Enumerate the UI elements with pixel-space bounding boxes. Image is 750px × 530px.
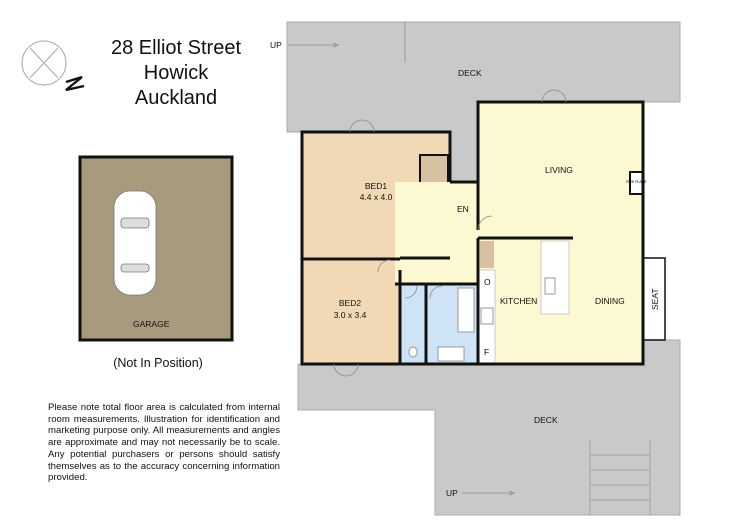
- bathtub-icon: [457, 287, 475, 333]
- fireplace-label: FIRE PLACE: [626, 180, 647, 184]
- address-city: Auckland: [134, 87, 218, 109]
- property-address: 28 Elliot Street Howick Auckland: [96, 36, 256, 111]
- up-label-lower: UP: [446, 488, 458, 498]
- room-bed2: [302, 260, 400, 364]
- north-compass-icon: [21, 40, 85, 92]
- sink-icon: [544, 277, 556, 295]
- disclaimer: Please note total floor area is calculat…: [48, 402, 280, 484]
- bed2-name: BED2: [339, 298, 361, 308]
- en-label: EN: [457, 204, 469, 214]
- garage-note: (Not In Position): [113, 356, 203, 370]
- bed2-size: 3.0 x 3.4: [334, 310, 367, 320]
- oven-label: O: [484, 277, 491, 287]
- kitchen-label: KITCHEN: [500, 296, 537, 306]
- deck-label-upper: DECK: [458, 68, 482, 78]
- walls: [300, 100, 645, 366]
- bed1-name: BED1: [365, 181, 387, 191]
- pantry: [480, 241, 494, 268]
- seat-label: SEAT: [650, 288, 660, 310]
- address-street: 28 Elliot Street: [110, 37, 242, 59]
- dining-label: DINING: [595, 296, 625, 306]
- car-icon: [113, 190, 157, 296]
- address-suburb: Howick: [143, 62, 209, 84]
- fridge-label: F: [484, 347, 489, 357]
- lower-deck: [297, 339, 681, 516]
- garage-label: GARAGE: [133, 319, 170, 329]
- vanity-icon: [437, 346, 465, 362]
- hallway: [395, 182, 478, 283]
- living-label: LIVING: [545, 165, 573, 175]
- stairs: [589, 440, 651, 515]
- bed1-size: 4.4 x 4.0: [360, 192, 393, 202]
- deck-label-lower: DECK: [534, 415, 558, 425]
- toilet-icon: [408, 346, 418, 358]
- up-label-upper: UP: [270, 40, 282, 50]
- doors: [333, 89, 567, 377]
- room-living-kitchen-dining: [478, 102, 643, 364]
- cooktop-icon: [480, 307, 494, 325]
